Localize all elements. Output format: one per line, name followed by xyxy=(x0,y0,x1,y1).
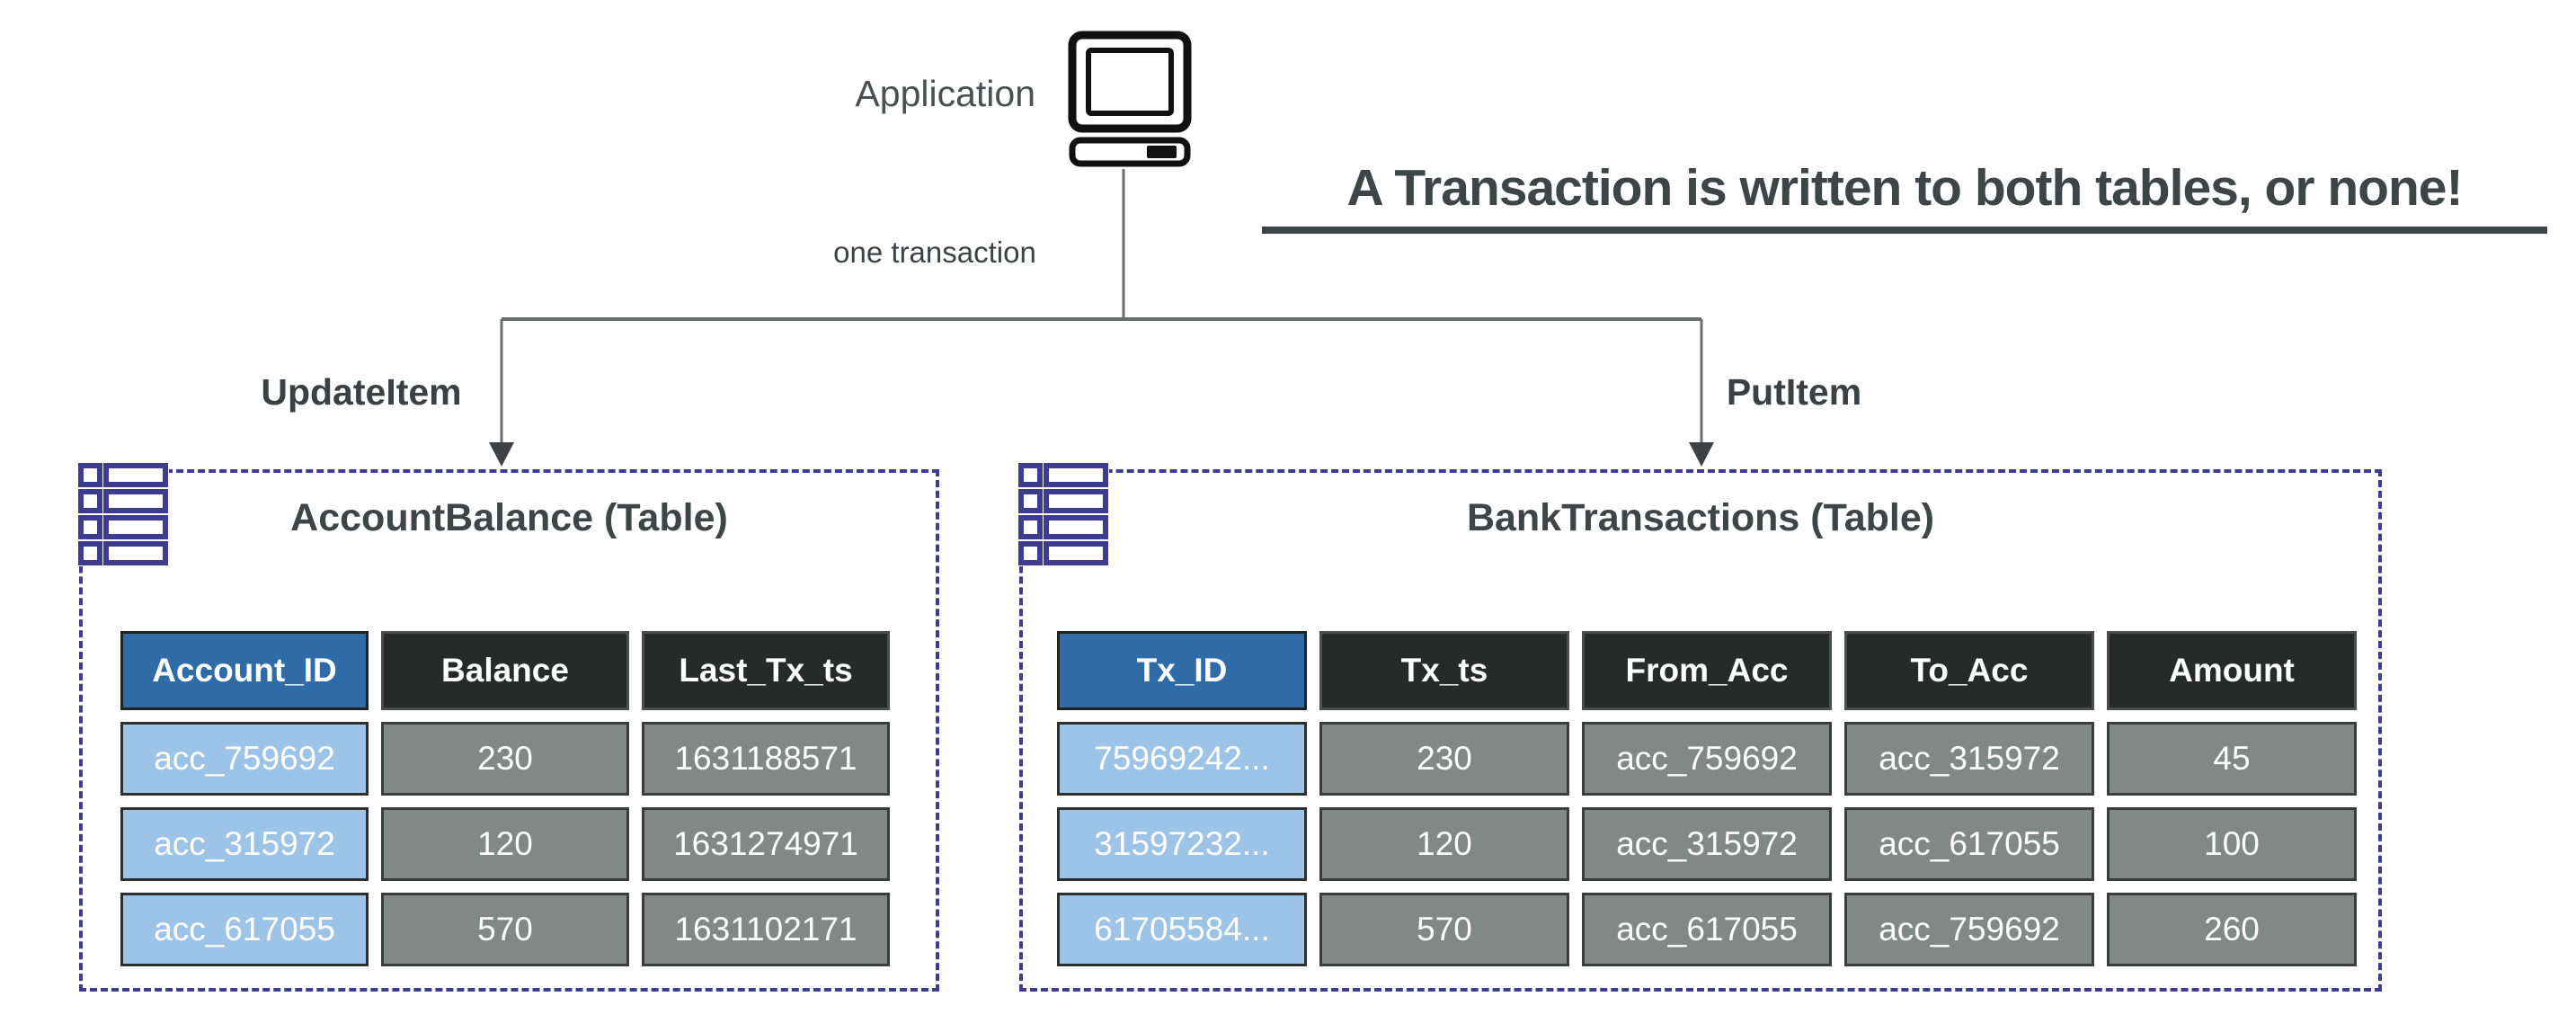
column-header-cell: Balance xyxy=(381,631,629,710)
putitem-label: PutItem xyxy=(1726,371,1862,413)
table-cell: 1631188571 xyxy=(642,722,890,796)
table-cell: acc_315972 xyxy=(1844,722,2094,796)
table-cell: 230 xyxy=(1319,722,1569,796)
dynamodb-table-icon xyxy=(1017,462,1109,566)
headline: A Transaction is written to both tables,… xyxy=(1262,158,2547,234)
table-cell: 61705584... xyxy=(1057,893,1307,966)
column-header-cell: Tx_ts xyxy=(1319,631,1569,710)
computer-icon xyxy=(1068,31,1192,167)
table-cell: 31597232... xyxy=(1057,807,1307,881)
arrowhead-right xyxy=(1689,442,1714,467)
table-cell: acc_759692 xyxy=(1582,722,1832,796)
table-cell: acc_759692 xyxy=(1844,893,2094,966)
updateitem-label: UpdateItem xyxy=(261,371,462,413)
table-cell: 120 xyxy=(381,807,629,881)
banktransactions-title: BankTransactions (Table) xyxy=(1466,496,1935,539)
column-header-cell: From_Acc xyxy=(1582,631,1832,710)
dynamodb-table-icon xyxy=(77,462,169,566)
table-cell: acc_315972 xyxy=(120,807,369,881)
table-cell: acc_315972 xyxy=(1582,807,1832,881)
table-cell: 1631102171 xyxy=(642,893,890,966)
table-cell: acc_617055 xyxy=(1844,807,2094,881)
table-cell: acc_617055 xyxy=(120,893,369,966)
column-header-cell: To_Acc xyxy=(1844,631,2094,710)
table-cell: 570 xyxy=(1319,893,1569,966)
table-cell: 230 xyxy=(381,722,629,796)
table-cell: 45 xyxy=(2107,722,2357,796)
column-header-cell: Account_ID xyxy=(120,631,369,710)
column-header-cell: Amount xyxy=(2107,631,2357,710)
one-transaction-label: one transaction xyxy=(833,236,1036,269)
table-cell: 120 xyxy=(1319,807,1569,881)
column-header-cell: Last_Tx_ts xyxy=(642,631,890,710)
table-cell: 260 xyxy=(2107,893,2357,966)
table-cell: 1631274971 xyxy=(642,807,890,881)
table-cell: 100 xyxy=(2107,807,2357,881)
table-cell: 570 xyxy=(381,893,629,966)
accountbalance-title: AccountBalance (Table) xyxy=(290,496,728,539)
application-label: Application xyxy=(855,73,1035,114)
table-cell: 75969242... xyxy=(1057,722,1307,796)
table-cell: acc_759692 xyxy=(120,722,369,796)
arrowhead-left xyxy=(489,442,514,467)
table-cell: acc_617055 xyxy=(1582,893,1832,966)
column-header-cell: Tx_ID xyxy=(1057,631,1307,710)
